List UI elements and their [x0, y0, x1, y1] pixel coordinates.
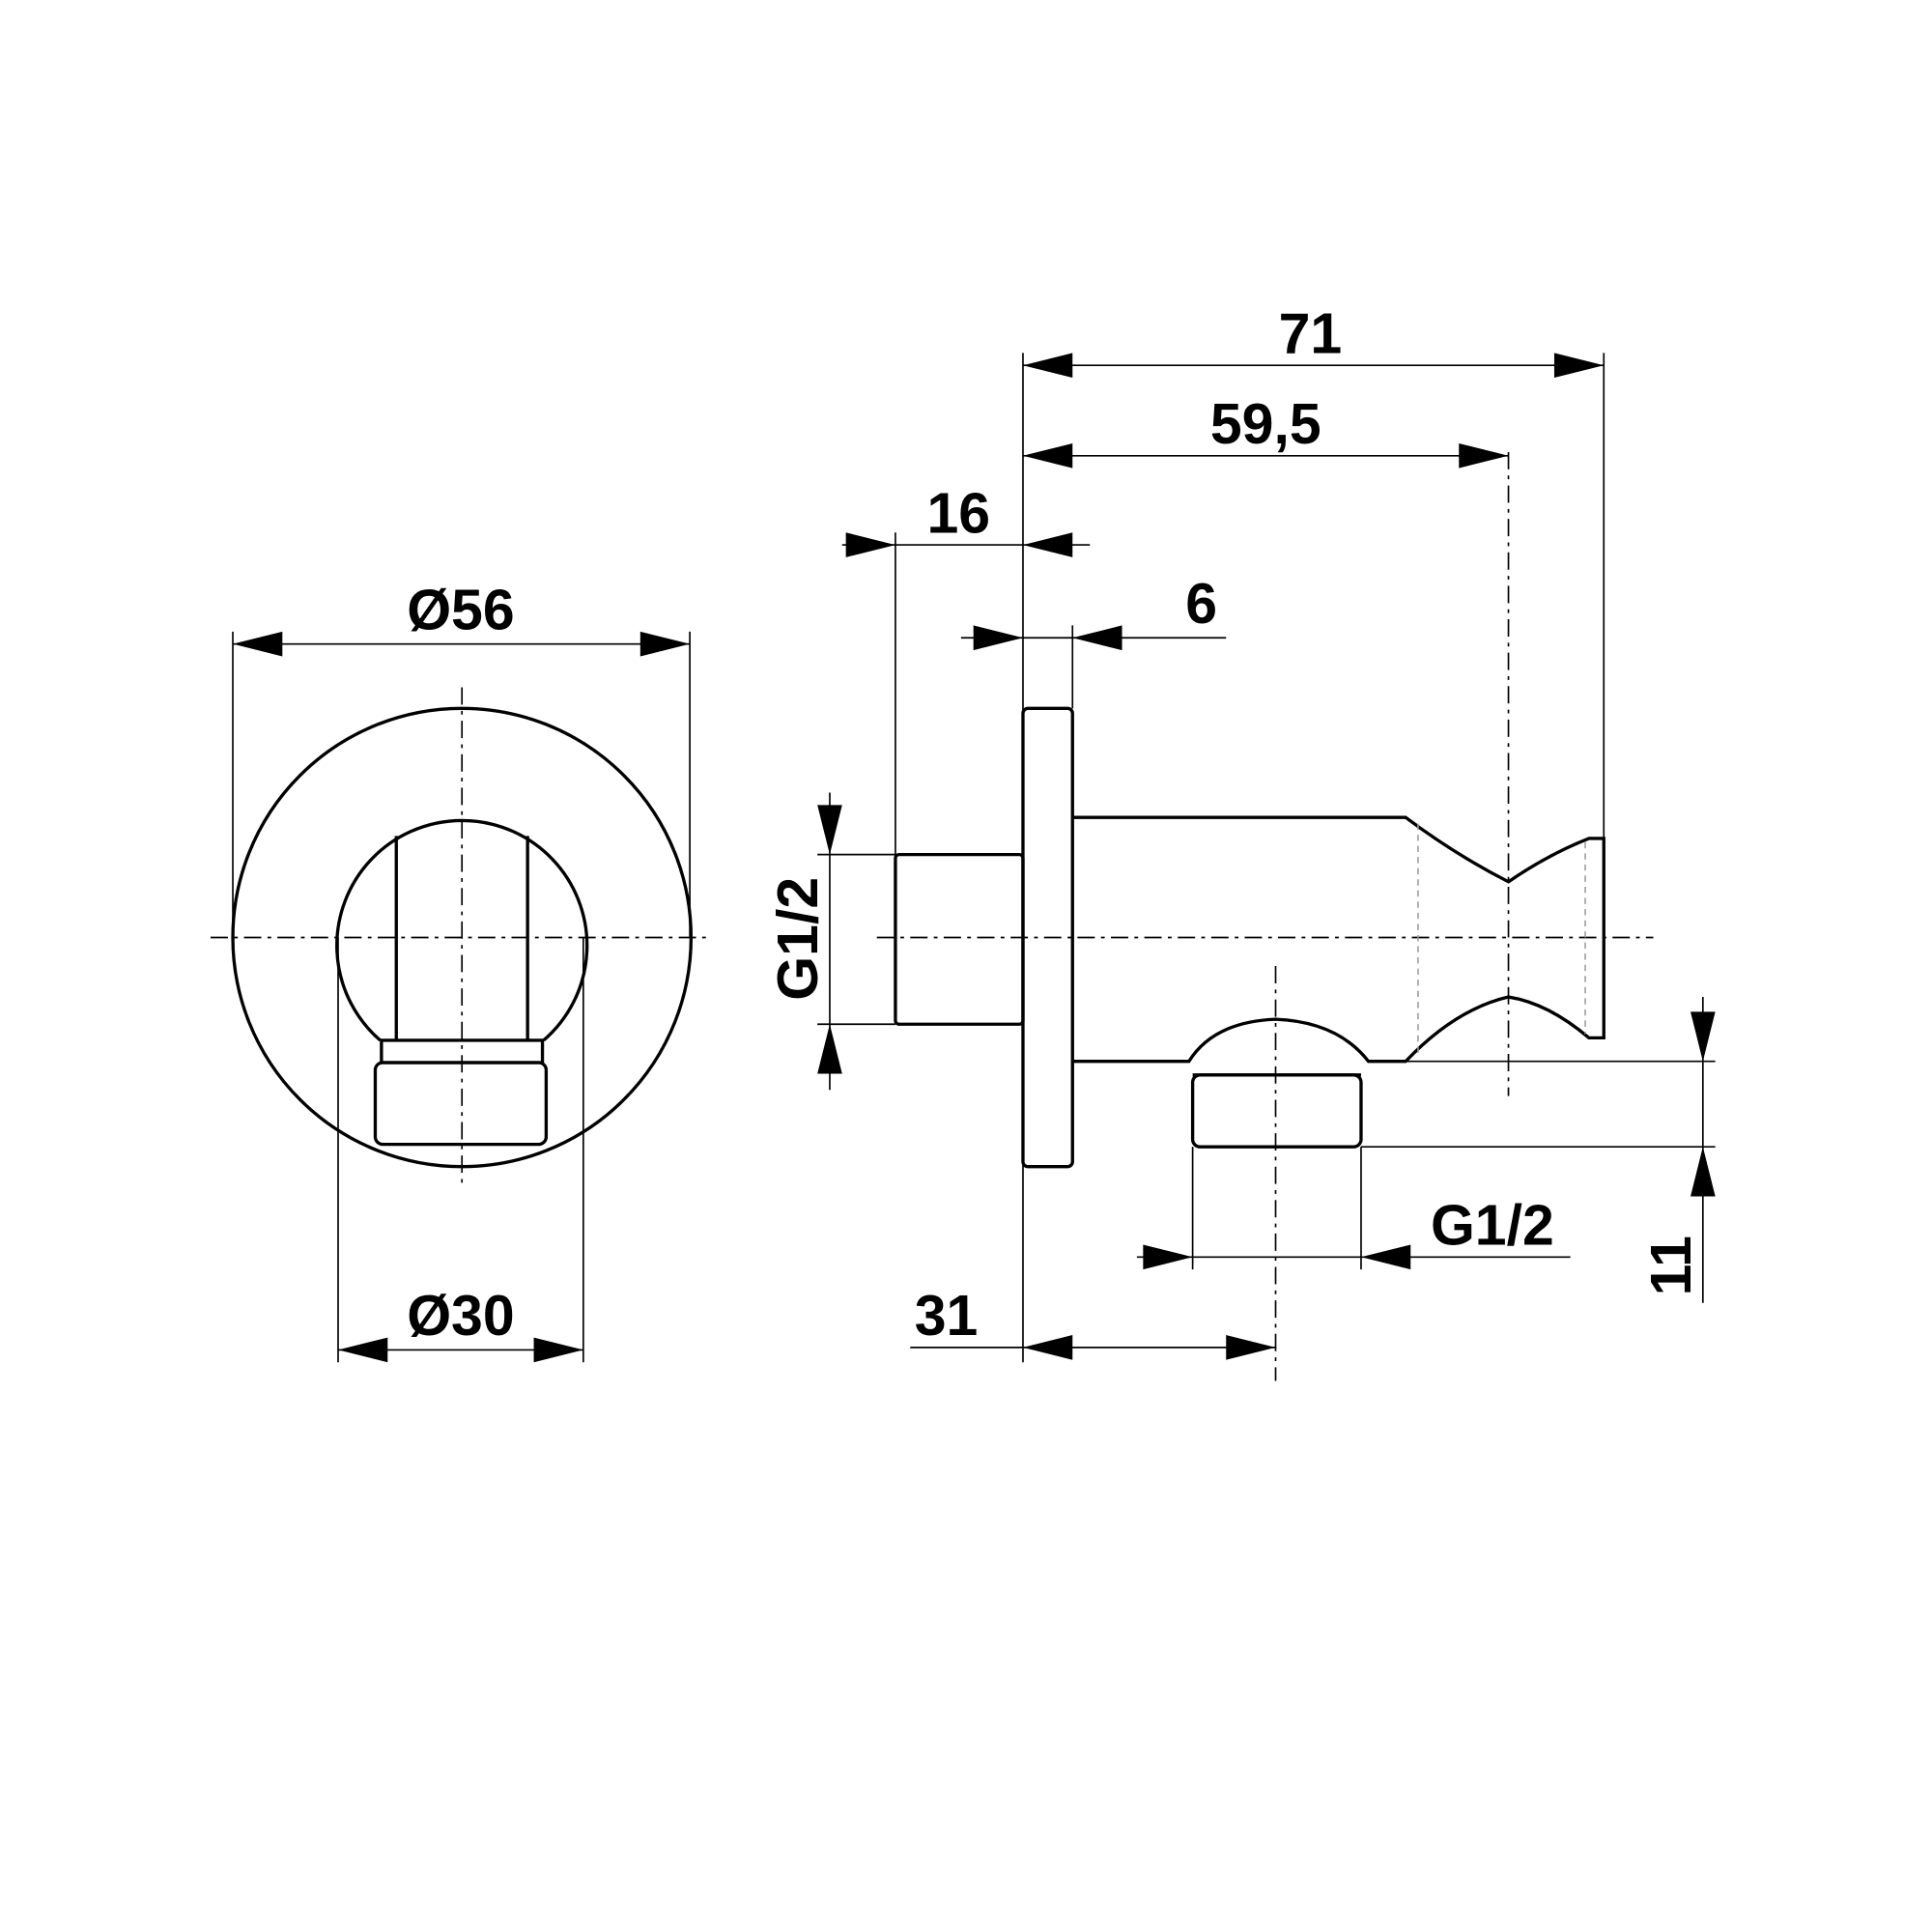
inlet-thread: [894, 852, 1025, 1026]
dim-label-59-5: 59,5: [1210, 393, 1321, 456]
arrow-icon: [1143, 1244, 1193, 1270]
nut: [373, 1061, 549, 1147]
arrow-icon: [233, 631, 283, 657]
arrow-icon: [1226, 1335, 1276, 1360]
arrow-icon: [817, 805, 842, 855]
arrow-icon: [639, 631, 691, 657]
dim-label-16: 16: [927, 482, 991, 545]
arrow-icon: [973, 625, 1023, 651]
arrow-icon: [1459, 442, 1509, 469]
dim-label-31: 31: [915, 1285, 979, 1348]
dim-label-6: 6: [1185, 573, 1217, 636]
arrow-icon: [1690, 1011, 1716, 1062]
arrow-icon: [1022, 1335, 1073, 1360]
arrow-icon: [1690, 1147, 1716, 1197]
dim-label-11: 11: [1640, 1236, 1703, 1295]
side-view: 71 59,5 16 6 G1/2 G1/2 31: [767, 302, 1716, 1381]
arrow-icon: [1553, 353, 1605, 379]
arrow-icon: [817, 1024, 842, 1074]
dim-label-outlet-thread: G1/2: [1431, 1194, 1554, 1257]
arrow-icon: [1022, 353, 1073, 379]
arrow-icon: [1072, 625, 1122, 651]
dim-label-inlet-thread: G1/2: [767, 877, 830, 1001]
dim-label-d30: Ø30: [407, 1285, 514, 1348]
arrow-icon: [1022, 442, 1073, 469]
arrow-icon: [338, 1337, 388, 1363]
dim-label-71: 71: [1279, 302, 1343, 365]
dim-label-d56: Ø56: [407, 579, 514, 641]
arrow-icon: [845, 532, 895, 557]
arrow-icon: [1022, 532, 1073, 557]
arrow-icon: [533, 1337, 583, 1363]
front-view: Ø56 Ø30: [210, 579, 713, 1363]
outlet-nut: [1190, 1073, 1363, 1149]
arrow-icon: [1360, 1244, 1411, 1270]
body: [1072, 815, 1605, 1064]
